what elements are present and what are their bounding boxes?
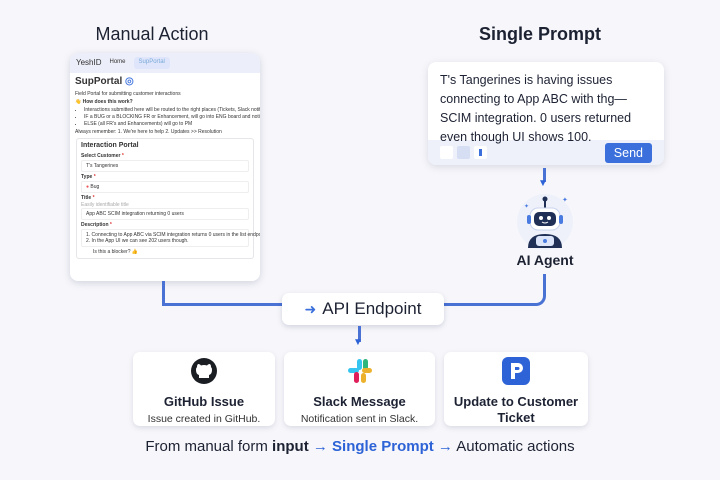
type-value: Bug	[90, 184, 100, 191]
arrow-right-icon: →	[437, 438, 453, 455]
description-input[interactable]: 1. Connecting to App ABC via SCIM integr…	[81, 229, 260, 248]
connector	[162, 281, 165, 305]
footer-caption: From manual form input → Single Prompt →…	[0, 438, 720, 455]
cursor-button[interactable]	[474, 146, 487, 159]
remember-text: Always remember: 1. We're here to help 2…	[75, 129, 222, 135]
interaction-form: Interaction Portal Select Customer * T's…	[76, 138, 260, 260]
form-title: Interaction Portal	[81, 142, 139, 149]
manual-form-screenshot: YeshID Home SupPortal SupPortal ◎ Field …	[70, 53, 260, 281]
attach-button[interactable]	[440, 146, 453, 159]
customer-label: Select Customer	[81, 153, 121, 160]
target-icon: ◎	[125, 76, 134, 87]
title-hint: Easily identifiable title	[81, 202, 129, 209]
card-desc: Notification sent in Slack.	[300, 413, 419, 425]
api-endpoint-label: API Endpoint	[322, 299, 422, 318]
connector	[444, 303, 536, 306]
github-icon	[191, 358, 217, 384]
card-title: Update to Customer Ticket	[453, 394, 579, 425]
desc-line: 2. In the App UI we can see 202 users th…	[86, 238, 189, 245]
slack-icon	[347, 359, 372, 383]
api-icon: ➜	[304, 300, 317, 317]
how-heading: 👋 How does this work?	[75, 99, 133, 105]
connector	[358, 326, 361, 342]
footer-part: From manual form	[145, 438, 273, 455]
card-update-customer-ticket: Update to Customer Ticket	[444, 352, 588, 426]
nav-home[interactable]: Home	[109, 59, 126, 66]
pylon-icon	[502, 357, 530, 385]
send-button[interactable]: Send	[604, 142, 652, 163]
card-title: GitHub Issue	[163, 394, 245, 409]
footer-part: Automatic actions	[456, 438, 575, 455]
card-title: Slack Message	[313, 394, 406, 409]
customer-select[interactable]: T's Tangerines	[81, 160, 249, 173]
heading-single-prompt: Single Prompt	[478, 24, 601, 44]
connector	[543, 274, 546, 296]
api-endpoint-box: ➜ API Endpoint	[282, 293, 444, 325]
arrow-right-icon: →	[312, 438, 328, 455]
prompt-box: T's Tangerines is having issues connecti…	[428, 62, 664, 165]
heading-manual-action: Manual Action	[95, 24, 209, 44]
connector	[162, 303, 282, 306]
desc-line: 1. Connecting to App ABC via SCIM integr…	[86, 232, 260, 239]
arrow-down-icon: ▼	[538, 178, 548, 189]
format-button[interactable]	[457, 146, 470, 159]
subtitle: Field Portal for submitting customer int…	[75, 91, 181, 97]
nav-supportal[interactable]: SupPortal	[133, 57, 170, 69]
page-title: SupPortal	[75, 76, 123, 87]
bullet: IF a BUG or a BLOCKING FR or Enhancement…	[84, 114, 260, 120]
blocker-question[interactable]: Is this a blocker? 👍	[93, 249, 139, 256]
description-label: Description	[81, 222, 109, 229]
connector	[543, 168, 546, 182]
footer-part: input	[272, 438, 309, 455]
yeshid-logo: YeshID	[76, 58, 102, 68]
type-select[interactable]: ● Bug	[81, 181, 249, 194]
bullet: Interactions submitted here will be rout…	[84, 107, 260, 113]
card-slack-message: Slack Message Notification sent in Slack…	[284, 352, 435, 426]
ai-agent-label: AI Agent	[516, 252, 574, 268]
robot-icon: ✦✦	[517, 194, 573, 250]
card-github-issue: GitHub Issue Issue created in GitHub.	[133, 352, 275, 426]
svg-text:✦: ✦	[562, 196, 568, 204]
title-input[interactable]: App ABC SCIM integration returning 0 use…	[81, 208, 249, 221]
bullet: ELSE (all FR's and Enhancements) will go…	[84, 121, 260, 127]
type-label: Type	[81, 174, 93, 181]
arrow-down-icon: ▼	[353, 337, 363, 348]
connector-corner	[528, 289, 546, 306]
prompt-text[interactable]: T's Tangerines is having issues connecti…	[440, 73, 632, 144]
svg-text:✦: ✦	[524, 203, 529, 210]
title-label: Title	[81, 195, 92, 202]
nav-bar: YeshID Home SupPortal	[70, 53, 260, 73]
card-desc: Issue created in GitHub.	[147, 413, 261, 425]
footer-part: Single Prompt	[332, 438, 434, 455]
